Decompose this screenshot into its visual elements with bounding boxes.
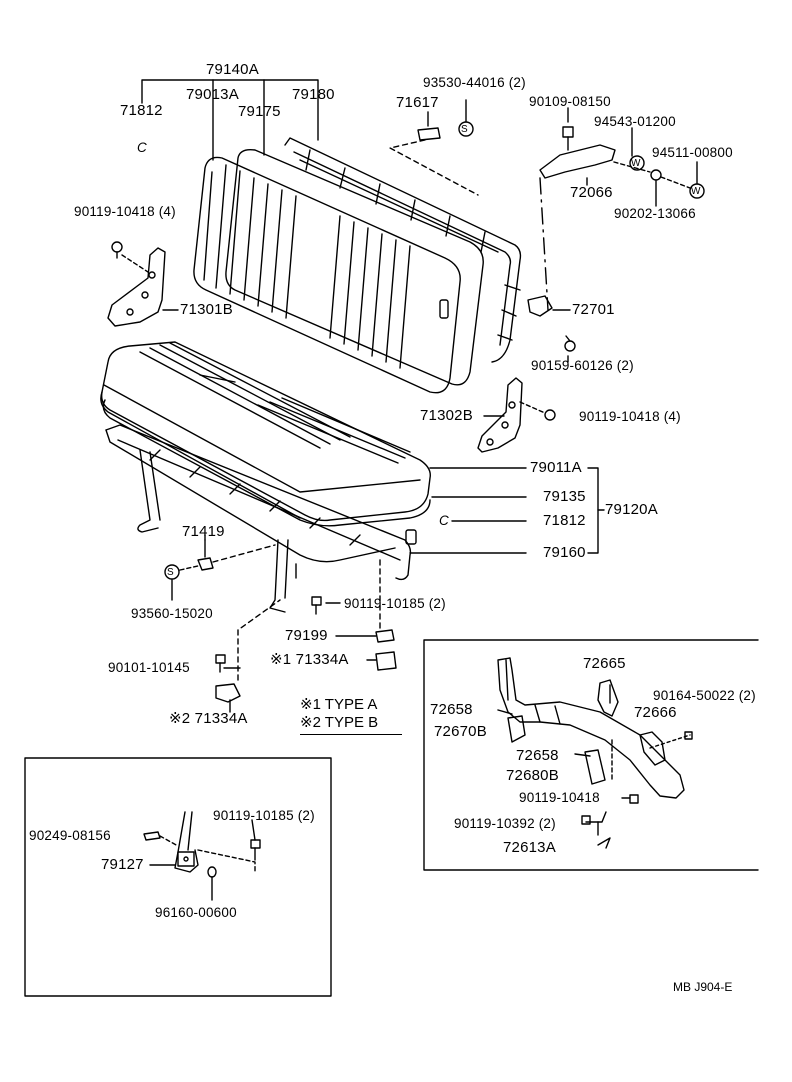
label-72658-b: 72658	[516, 747, 559, 764]
clip-71334A-type-b	[215, 683, 241, 703]
marker-w-1: W	[631, 158, 641, 169]
label-72066: 72066	[570, 184, 613, 201]
bolt-90119-10418-b	[519, 401, 556, 421]
clip-71617	[417, 127, 441, 141]
bolt-90119-10185-a	[311, 559, 381, 629]
group-bracket-79140A	[141, 79, 319, 161]
marker-w-2: W	[691, 186, 701, 197]
label-90119-10418-a: 90119-10418 (4)	[74, 204, 176, 219]
label-79140A: 79140A	[206, 61, 259, 78]
label-71812-mid: 71812	[543, 512, 586, 529]
strap-72066	[539, 144, 616, 311]
label-94543: 94543-01200	[594, 114, 676, 129]
label-90119-10185-b: 90119-10185 (2)	[213, 808, 315, 823]
legend-type-a: ※1 TYPE A	[300, 696, 378, 713]
label-79127: 79127	[101, 856, 144, 873]
label-90119-10418-b: 90119-10418 (4)	[579, 409, 681, 424]
label-71302B: 71302B	[420, 407, 473, 424]
label-90249: 90249-08156	[29, 828, 111, 843]
label-79199: 79199	[285, 627, 328, 644]
label-72658-a: 72658	[430, 701, 473, 718]
label-72670B: 72670B	[434, 723, 487, 740]
cap-79199	[375, 629, 395, 643]
label-90119-10185-a: 90119-10185 (2)	[344, 596, 446, 611]
type-legend: ※1 TYPE A ※2 TYPE B	[300, 696, 402, 735]
hinge-72701	[527, 295, 553, 317]
clip-71334A-type-a	[375, 651, 397, 671]
diagram-reference: MB J904-E	[673, 980, 733, 994]
seat-frame	[105, 424, 417, 613]
label-93560: 93560-15020	[131, 606, 213, 621]
label-72613A: 72613A	[503, 839, 556, 856]
label-90164: 90164-50022 (2)	[653, 688, 756, 703]
label-72680B: 72680B	[506, 767, 559, 784]
marker-c-mid: C	[439, 513, 449, 528]
bracket-71302B	[477, 377, 523, 453]
inset-right-parts	[497, 657, 693, 849]
label-79013A: 79013A	[186, 86, 239, 103]
label-90202: 90202-13066	[614, 206, 696, 221]
leader-lines	[162, 99, 698, 713]
label-90101: 90101-10145	[108, 660, 190, 675]
clip-71419	[179, 539, 276, 571]
label-96160: 96160-00600	[155, 905, 237, 920]
label-79011A: 79011A	[530, 459, 582, 476]
label-71812-top: 71812	[120, 102, 163, 119]
label-79180: 79180	[292, 86, 335, 103]
label-79120A: 79120A	[605, 501, 658, 518]
label-90119-10418-c: 90119-10418	[519, 790, 600, 805]
bolt-90101-10145	[215, 599, 281, 681]
label-93530: 93530-44016 (2)	[423, 75, 526, 90]
label-71334A-type-a: ※1 71334A	[270, 651, 349, 668]
label-71301B: 71301B	[180, 301, 233, 318]
inset-box-right	[423, 639, 759, 871]
label-94511: 94511-00800	[652, 145, 733, 160]
seatback-frame	[284, 137, 522, 363]
label-79175: 79175	[238, 103, 281, 120]
marker-c-top: C	[137, 140, 147, 155]
label-71617: 71617	[396, 94, 439, 111]
nut-90202-13066	[613, 161, 691, 189]
label-79160: 79160	[543, 544, 586, 561]
bolt-90119-10418-a	[111, 241, 149, 273]
inset-box-left	[24, 757, 332, 997]
legend-type-b: ※2 TYPE B	[300, 714, 379, 731]
label-71334A-type-b: ※2 71334A	[169, 710, 248, 727]
bracket-71301B	[107, 247, 166, 327]
label-90109: 90109-08150	[529, 94, 611, 109]
seatback-pad	[225, 148, 484, 386]
label-72665: 72665	[583, 655, 626, 672]
marker-s-top: S	[461, 124, 468, 135]
inset-left-parts	[143, 811, 261, 901]
label-72666: 72666	[634, 704, 677, 721]
bolt-90109-08150	[562, 126, 574, 151]
label-71419: 71419	[182, 523, 225, 540]
marker-s-bottom: S	[167, 567, 174, 578]
label-79135: 79135	[543, 488, 586, 505]
label-72701: 72701	[572, 301, 615, 318]
label-90159: 90159-60126 (2)	[531, 358, 634, 373]
seatback-cover	[193, 156, 461, 394]
bolt-90159-60126	[564, 335, 576, 352]
label-90119-10392: 90119-10392 (2)	[454, 816, 556, 831]
